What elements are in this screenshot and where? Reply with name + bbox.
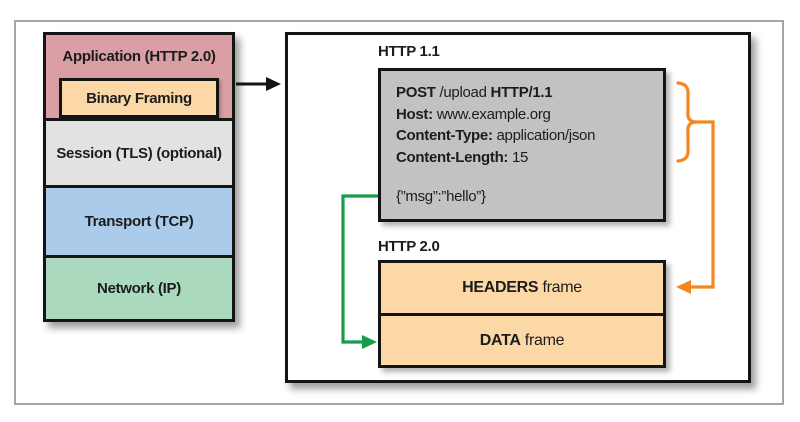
- binary-framing-label: Binary Framing: [86, 89, 192, 107]
- request-line-content-type: Content-Type: application/json: [396, 127, 596, 144]
- data-frame-row: DATA frame: [381, 316, 663, 365]
- network-label: Network (IP): [97, 280, 181, 297]
- http20-title: HTTP 2.0: [378, 238, 440, 255]
- request-line-content-length: Content-Length: 15: [396, 148, 529, 166]
- layer-application: Application (HTTP 2.0) Binary Framing: [46, 35, 232, 118]
- http11-title: HTTP 1.1: [378, 43, 440, 60]
- application-label: Application (HTTP 2.0): [62, 48, 216, 65]
- binary-framing-box: Binary Framing: [59, 78, 219, 118]
- request-line-host: Host: www.example.org: [396, 105, 551, 123]
- frames-box: HEADERS frame DATA frame: [378, 260, 666, 368]
- protocol-stack: Application (HTTP 2.0) Binary Framing Se…: [43, 32, 235, 322]
- data-frame-label: DATA frame: [479, 331, 565, 349]
- headers-frame-row: HEADERS frame: [381, 263, 663, 316]
- headers-frame-label: HEADERS frame: [462, 279, 582, 296]
- request-body: {”msg”:”hello”}: [396, 188, 486, 205]
- session-label: Session (TLS) (optional): [56, 144, 222, 162]
- transport-label: Transport (TCP): [84, 213, 194, 230]
- request-line-post: POST /upload HTTP/1.1: [396, 84, 553, 101]
- http11-request-box: POST /upload HTTP/1.1 Host: www.example.…: [378, 68, 666, 222]
- layer-network: Network (IP): [46, 255, 232, 319]
- layer-transport: Transport (TCP): [46, 185, 232, 255]
- layer-session: Session (TLS) (optional): [46, 118, 232, 185]
